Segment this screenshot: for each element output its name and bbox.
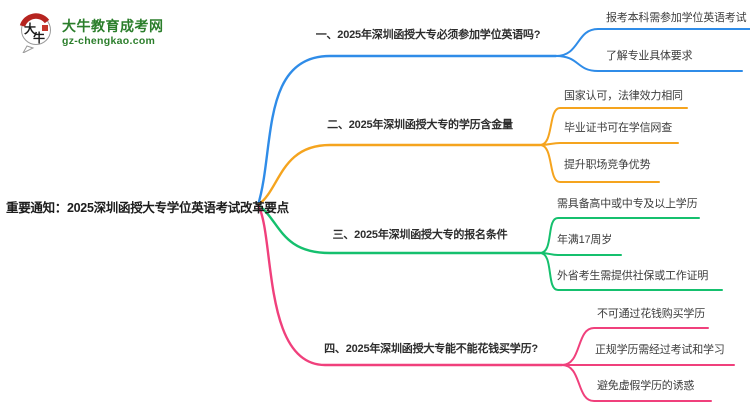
branch-2-child-1[interactable]: 国家认可，法律效力相同	[564, 90, 683, 102]
branch-2-label[interactable]: 二、2025年深圳函授大专的学历含金量	[327, 119, 513, 131]
branch-2-child-3[interactable]: 提升职场竞争优势	[564, 159, 651, 171]
root-topic[interactable]: 重要通知：2025深圳函授大专学位英语考试改革要点	[6, 201, 289, 215]
branch-3-child-2[interactable]: 年满17周岁	[557, 234, 613, 246]
site-logo[interactable]: 大 牛 大牛教育成考网 gz-chengkao.com	[18, 13, 164, 53]
branch-4-child-3[interactable]: 避免虚假学历的诱惑	[597, 380, 695, 392]
branch-3-child-3[interactable]: 外省考生需提供社保或工作证明	[557, 270, 709, 282]
branch-2-child-2[interactable]: 毕业证书可在学信网查	[564, 122, 672, 134]
logo-bubble-icon: 大 牛	[19, 13, 51, 53]
branch-1-label[interactable]: 一、2025年深圳函授大专必须参加学位英语吗?	[315, 29, 541, 41]
branch-1-child-1[interactable]: 报考本科需参加学位英语考试	[606, 12, 747, 24]
svg-text:大: 大	[24, 21, 36, 36]
branch-2-child-2-underline	[539, 142, 679, 146]
site-name: 大牛教育成考网	[62, 17, 164, 34]
branch-3-label[interactable]: 三、2025年深圳函授大专的报名条件	[332, 229, 508, 241]
branch-4-label[interactable]: 四、2025年深圳函授大专能不能花钱买学历?	[324, 343, 538, 355]
svg-text:牛: 牛	[33, 30, 45, 45]
branch-1-child-2[interactable]: 了解专业具体要求	[606, 50, 693, 62]
site-domain: gz-chengkao.com	[62, 34, 156, 47]
branch-3-child-2-underline	[539, 252, 622, 256]
branch-3-child-1[interactable]: 需具备高中或中专及以上学历	[557, 198, 698, 210]
branch-4-child-2[interactable]: 正规学历需经过考试和学习	[595, 344, 725, 356]
branch-4-child-1[interactable]: 不可通过花钱购买学历	[597, 308, 705, 320]
branch-2-connector	[256, 143, 542, 207]
